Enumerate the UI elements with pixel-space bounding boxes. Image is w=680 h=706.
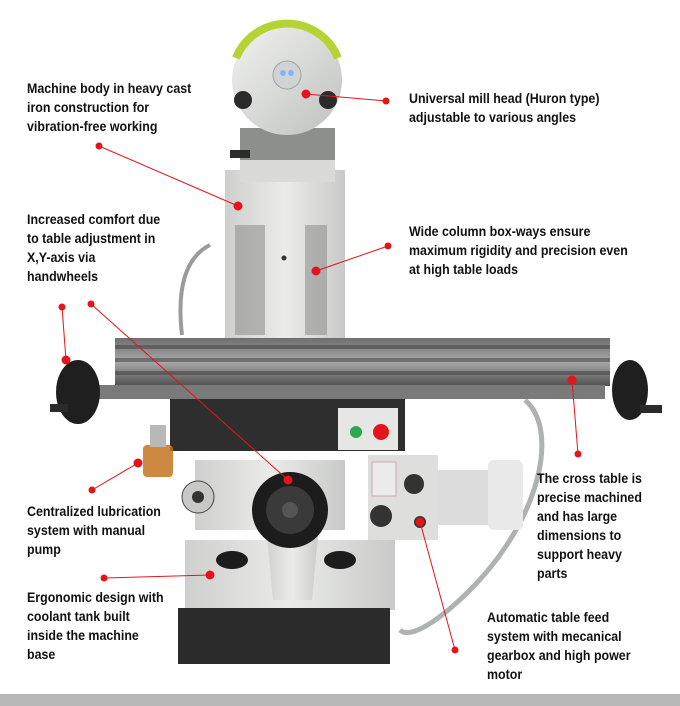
lubrication-pump bbox=[143, 425, 173, 477]
callout-auto-feed: Automatic table feed system with mecanic… bbox=[487, 610, 631, 682]
callout-box-ways: Wide column box-ways ensure maximum rigi… bbox=[409, 224, 628, 277]
leader-lines bbox=[58, 89, 582, 654]
air-hose bbox=[178, 243, 211, 336]
callout-comfort: Increased comfort due to table adjustmen… bbox=[27, 212, 161, 284]
left-handwheel bbox=[50, 360, 100, 424]
work-table bbox=[95, 338, 610, 451]
mill-head bbox=[230, 19, 342, 182]
knob-left bbox=[181, 480, 215, 514]
front-handwheel bbox=[252, 472, 328, 548]
callout-machine-body: Machine body in heavy cast iron construc… bbox=[27, 81, 192, 134]
emergency-stop-button bbox=[373, 424, 389, 440]
callout-lubrication: Centralized lubrication system with manu… bbox=[27, 504, 161, 557]
callout-cross-table: The cross table is precise machined and … bbox=[537, 471, 642, 581]
feed-gearbox bbox=[368, 455, 438, 540]
right-handwheel bbox=[612, 360, 662, 420]
callout-coolant: Ergonomic design with coolant tank built… bbox=[27, 590, 164, 662]
power-indicator bbox=[350, 426, 362, 438]
column bbox=[225, 170, 345, 340]
feed-motor bbox=[438, 460, 523, 530]
callout-mill-head: Universal mill head (Huron type) adjusta… bbox=[409, 91, 600, 125]
coolant-tank-opening bbox=[216, 551, 248, 569]
coolant-hose bbox=[398, 398, 545, 636]
footer-bar bbox=[0, 694, 680, 706]
